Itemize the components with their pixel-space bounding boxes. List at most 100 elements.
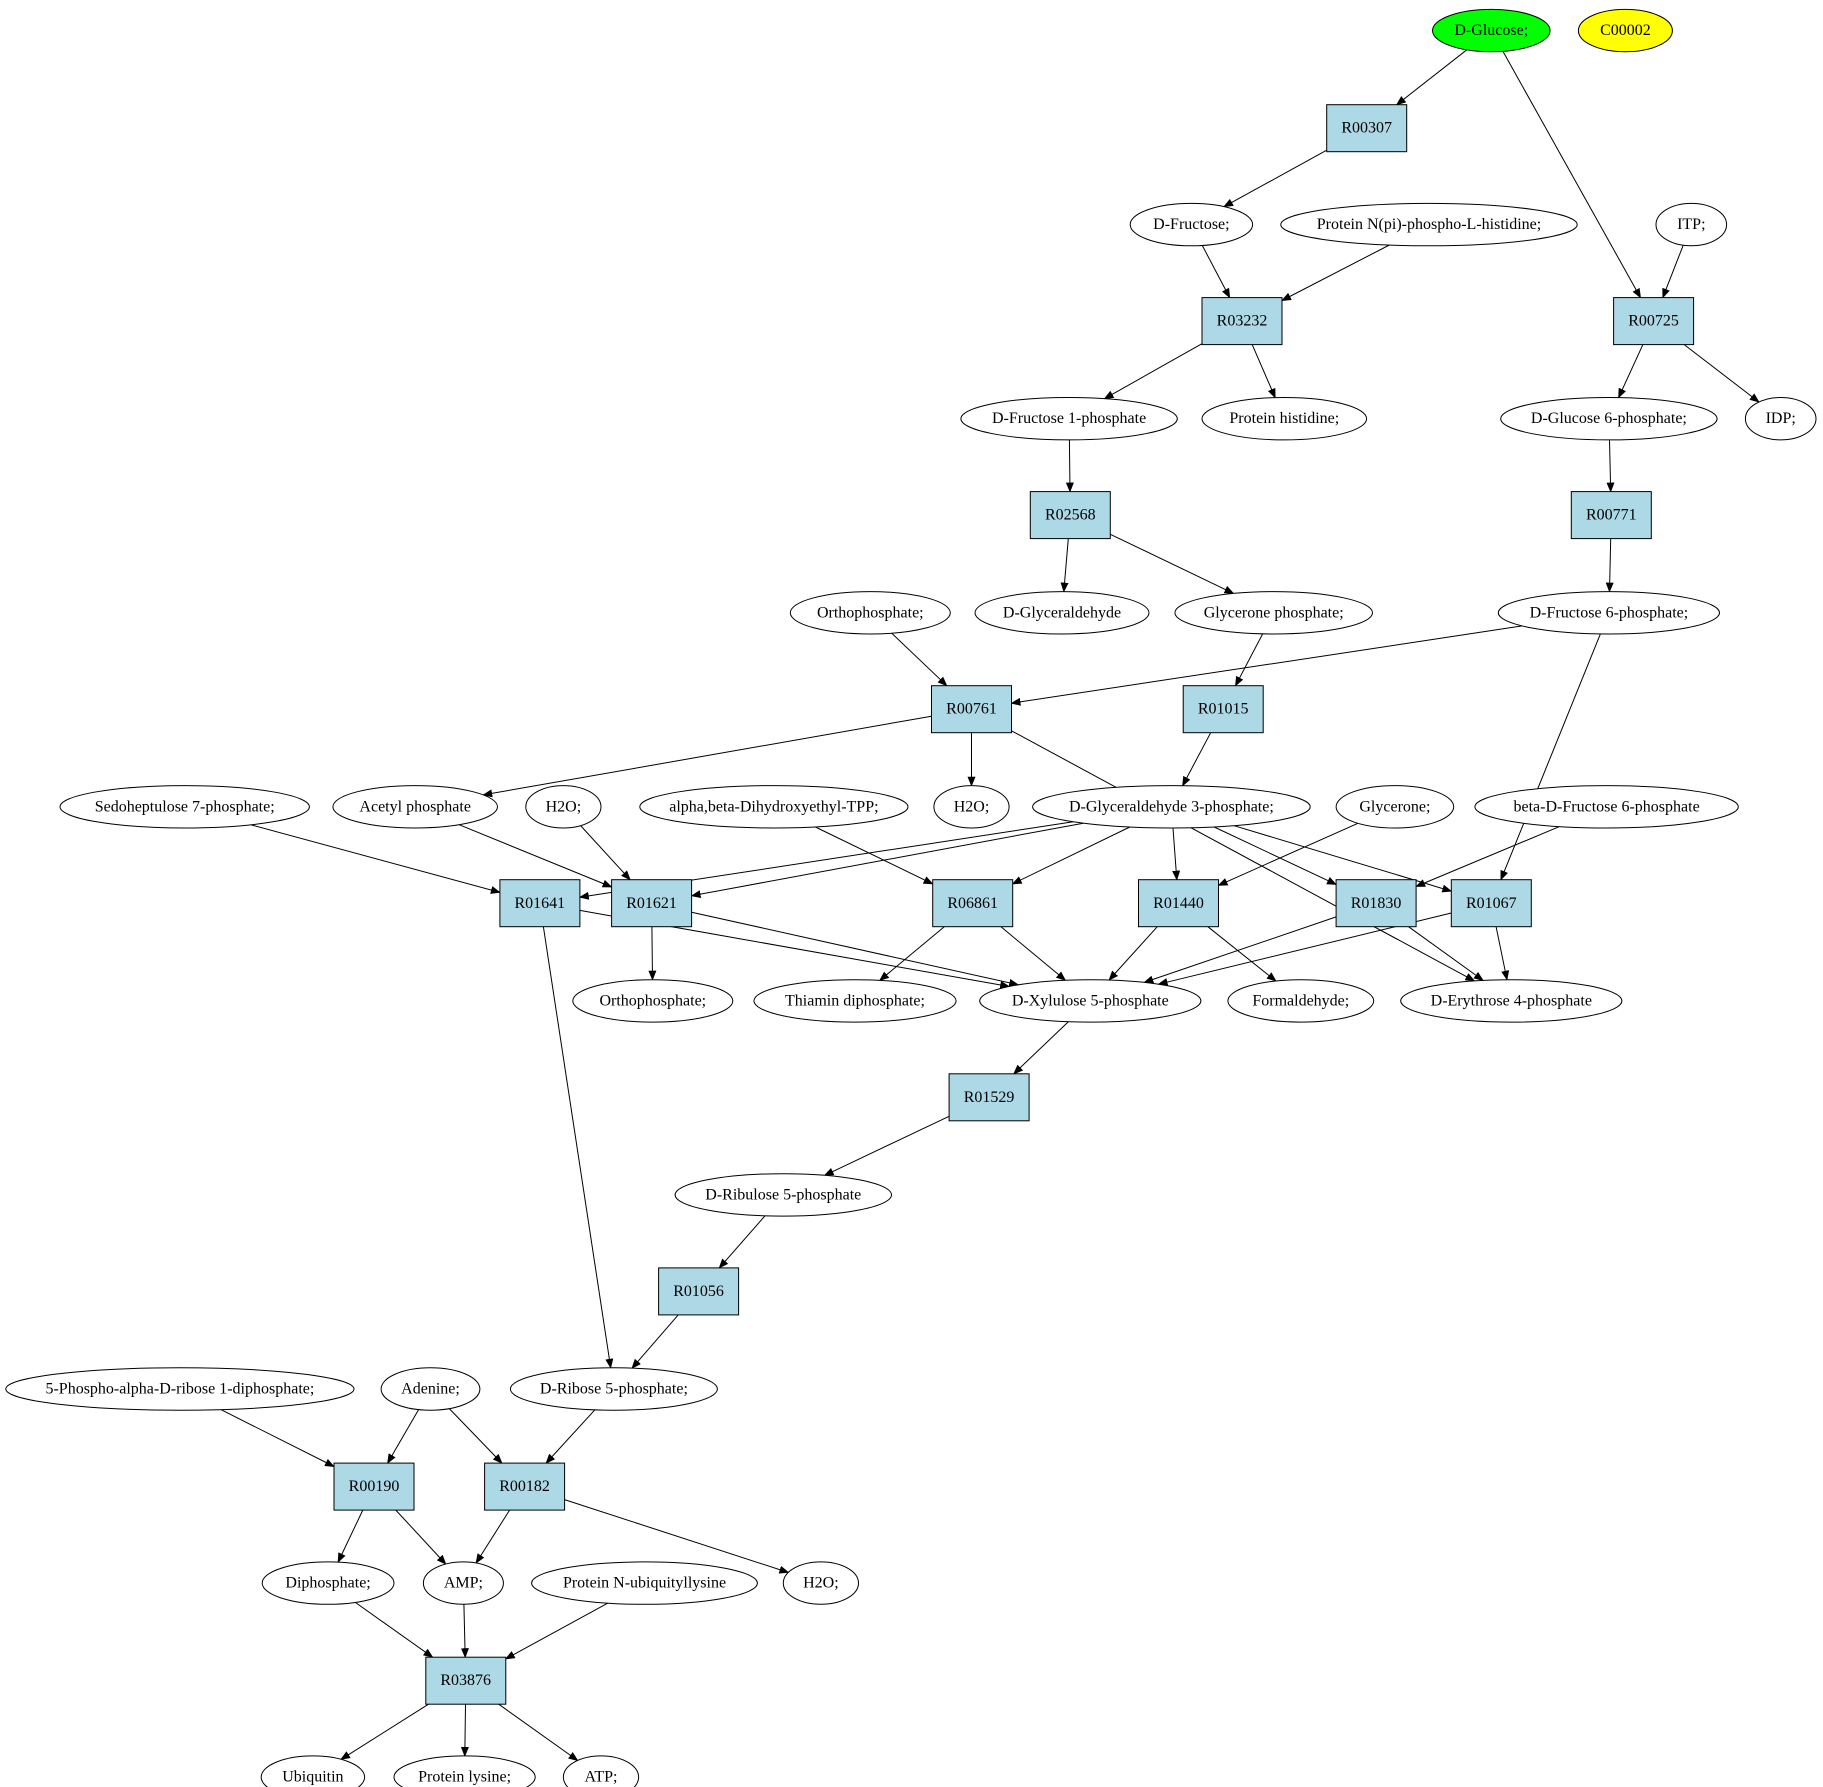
compound-node-prothis[interactable]: Protein histidine; [1201,397,1368,441]
compound-node-ortho1[interactable]: Orthophosphate; [789,591,951,635]
edge-acp-to-r01621 [458,824,613,888]
node-label: Adenine; [401,1381,460,1398]
compound-node-itp[interactable]: ITP; [1655,202,1728,247]
reaction-node-r01015[interactable]: R01015 [1182,685,1264,734]
node-label: Formaldehyde; [1252,992,1349,1009]
node-label: D-Fructose 1-phosphate [992,410,1146,427]
compound-node-ru5p[interactable]: D-Ribulose 5-phosphate [674,1173,892,1217]
compound-node-dhap[interactable]: Glycerone phosphate; [1174,591,1373,635]
node-label: H2O; [954,798,990,815]
reaction-box [611,879,693,928]
compound-node-protlys[interactable]: Protein lysine; [393,1755,536,1787]
compound-ellipse [753,979,957,1023]
compound-node-protnpi[interactable]: Protein N(pi)-phospho-L-histidine; [1280,202,1578,247]
reaction-node-r03876[interactable]: R03876 [425,1656,507,1705]
node-label: D-Ribose 5-phosphate; [540,1381,688,1398]
compound-node-r5p[interactable]: D-Ribose 5-phosphate; [509,1367,718,1411]
reaction-node-r01440[interactable]: R01440 [1138,879,1219,928]
reaction-node-r00725[interactable]: R00725 [1613,297,1695,346]
compound-node-glyald[interactable]: D-Glyceraldehyde [974,591,1150,635]
edge-g3p-to-r06861 [1011,826,1131,885]
compound-node-g6p[interactable]: D-Glucose 6-phosphate; [1500,397,1718,441]
compound-ellipse [1474,785,1739,829]
compound-node-thdp[interactable]: Thiamin diphosphate; [753,979,957,1023]
reaction-box [948,1073,1030,1122]
compound-ellipse [979,979,1202,1023]
node-label: Diphosphate; [285,1575,370,1592]
compound-ellipse [531,1561,758,1605]
reaction-node-r00190[interactable]: R00190 [333,1462,415,1511]
node-label: Orthophosphate; [817,604,924,621]
node-label: ATP; [585,1769,618,1786]
node-label: R03876 [440,1672,491,1689]
reaction-box [1182,685,1264,734]
reaction-box [1029,491,1111,540]
compound-node-f1p[interactable]: D-Fructose 1-phosphate [960,397,1178,441]
reaction-node-r00307[interactable]: R00307 [1326,104,1408,153]
compound-node-glucose[interactable]: D-Glucose; [1432,8,1551,53]
edge-r5p-to-r00182 [545,1409,596,1464]
node-label: R06861 [947,895,998,912]
compound-node-idp[interactable]: IDP; [1744,397,1817,441]
compound-node-adenine[interactable]: Adenine; [380,1367,481,1411]
compound-node-protubl[interactable]: Protein N-ubiquityllysine [531,1561,758,1605]
reaction-node-r00761[interactable]: R00761 [931,685,1012,734]
reaction-box [333,1462,415,1511]
reaction-node-r00182[interactable]: R00182 [484,1462,566,1511]
edge-r03876-to-atp [498,1703,579,1762]
node-label: R01830 [1351,895,1402,912]
edge-r01621-to-x5p [691,911,1020,987]
compound-node-amp[interactable]: AMP; [422,1561,504,1605]
reaction-node-r06861[interactable]: R06861 [932,879,1014,928]
compound-node-c00002[interactable]: C00002 [1577,8,1673,53]
edge-r00761-to-e4p [1011,730,1476,982]
compound-ellipse [1201,397,1368,441]
reaction-node-r02568[interactable]: R02568 [1029,491,1111,540]
compound-node-e4p[interactable]: D-Erythrose 4-phosphate [1400,979,1623,1023]
reaction-node-r01529[interactable]: R01529 [948,1073,1030,1122]
compound-node-prpp[interactable]: 5-Phospho-alpha-D-ribose 1-diphosphate; [5,1367,355,1411]
compound-node-g3p[interactable]: D-Glyceraldehyde 3-phosphate; [1032,785,1311,829]
node-label: D-Fructose; [1153,216,1229,233]
compound-ellipse [639,785,909,829]
compound-node-s7p[interactable]: Sedoheptulose 7-phosphate; [59,785,310,829]
compound-node-formald[interactable]: Formaldehyde; [1227,979,1375,1023]
reaction-node-r01830[interactable]: R01830 [1335,879,1417,928]
compound-ellipse [572,979,734,1023]
compound-node-f6p[interactable]: D-Fructose 6-phosphate; [1497,591,1721,635]
edge-r00725-to-idp [1683,344,1760,403]
compound-node-acp[interactable]: Acetyl phosphate [332,785,499,829]
reaction-node-r01056[interactable]: R01056 [658,1267,740,1316]
compound-node-diphos[interactable]: Diphosphate; [261,1561,395,1605]
node-label: IDP; [1766,410,1796,427]
compound-ellipse [1174,591,1373,635]
compound-node-glycerone[interactable]: Glycerone; [1335,785,1455,829]
edge-protnpi-to-r03232 [1281,244,1390,301]
compound-node-atp[interactable]: ATP; [562,1755,640,1787]
reaction-box [1335,879,1417,928]
edge-r01621-to-ortho2 [648,926,657,981]
compound-ellipse [1227,979,1375,1023]
reaction-node-r03232[interactable]: R03232 [1201,297,1283,346]
node-label: H2O; [803,1575,839,1592]
compound-node-h2o2[interactable]: H2O; [933,785,1010,829]
edge-g3p-to-r01440 [1172,827,1181,881]
compound-node-ubiquitin[interactable]: Ubiquitin [260,1755,366,1787]
reaction-node-r01621[interactable]: R01621 [611,879,693,928]
compound-ellipse [509,1367,718,1411]
compound-node-ortho2[interactable]: Orthophosphate; [572,979,734,1023]
compound-node-h2o3[interactable]: H2O; [782,1561,860,1605]
compound-node-x5p[interactable]: D-Xylulose 5-phosphate [979,979,1202,1023]
edge-r00307-to-fructose [1223,149,1327,208]
reaction-box [1138,879,1219,928]
reaction-box [1326,104,1408,153]
compound-node-fructose[interactable]: D-Fructose; [1129,202,1254,247]
reaction-node-r01641[interactable]: R01641 [499,879,581,928]
node-label: R03232 [1217,313,1268,330]
reaction-node-r00771[interactable]: R00771 [1570,491,1652,540]
compound-node-tpp[interactable]: alpha,beta-Dihydroxyethyl-TPP; [639,785,909,829]
edge-r01641-to-r5p [542,926,614,1369]
reaction-node-r01067[interactable]: R01067 [1450,879,1532,928]
compound-node-bf6p[interactable]: beta-D-Fructose 6-phosphate [1474,785,1739,829]
compound-node-h2o1[interactable]: H2O; [525,785,602,829]
